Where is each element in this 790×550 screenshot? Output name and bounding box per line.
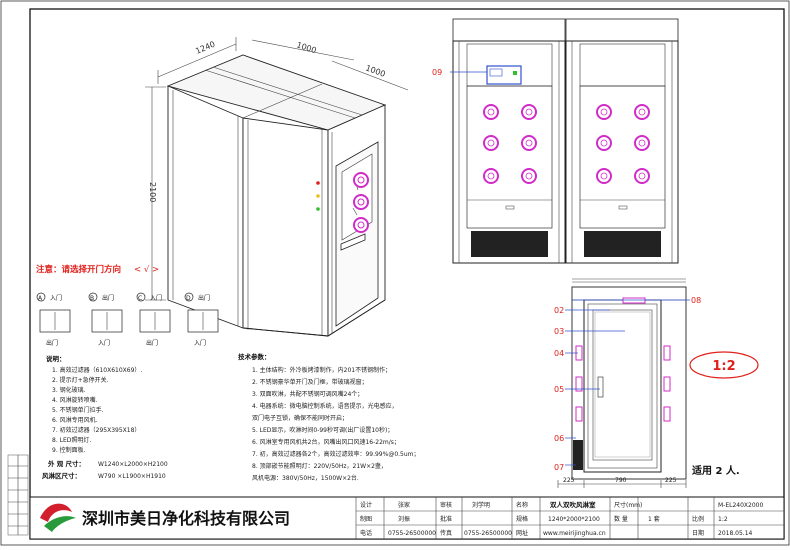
tb-r1-c3: 审核	[440, 501, 452, 509]
company-logo	[40, 503, 72, 522]
tb-r2-c3: 批准	[440, 515, 452, 523]
callout-02: 02	[554, 306, 564, 315]
tech-item: 6. 风淋室专用风机共2台，风嘴出风口风速16-22m/s；	[252, 438, 400, 446]
size-row-value: W1240×L2000×H2100	[98, 461, 168, 468]
tb-r2-c6: 1240*2000*2100	[548, 516, 600, 523]
callout-04: 04	[554, 349, 564, 358]
capacity-text: 适用 2 人.	[692, 464, 740, 477]
door-option-d[interactable]: D 出门 入门	[184, 292, 219, 347]
tb-r3-c4: 0755-26500000	[464, 530, 512, 537]
tech-item: 4. 电器系统：微电脑控制系统，语音提示，光电感应，	[252, 402, 398, 410]
tb-r3-c3: 传真	[440, 529, 452, 537]
tech-item: 8. 顶部嵌节能照明灯：220V/50Hz，21W×2盏，	[252, 462, 387, 470]
isometric-view	[166, 54, 387, 337]
door-option-c[interactable]: C 入门 出门	[136, 292, 171, 347]
tech-item: 双门电子互锁，确保不能同时开启；	[252, 414, 348, 422]
front-elevation: 09	[432, 18, 679, 264]
door-section-view: 08 02 03 04 05 06 07 225 790 225	[554, 278, 701, 488]
tb-r3-c1: 电话	[360, 529, 372, 537]
dim-bottom-mid: 790	[615, 477, 627, 484]
tech-item: 2. 不锈钢豪华单开门及门框，带玻璃视窗；	[252, 378, 368, 386]
dim-height: 2100	[148, 182, 157, 202]
desc-item: 5. 不锈钢单门拉手.	[52, 406, 104, 414]
tb-r2-c10: 1:2	[718, 516, 728, 523]
desc-item: 4. 风淋旋转喷嘴.	[52, 396, 98, 404]
tech-item: 3. 双面吹淋，共配不锈钢可调风嘴24个；	[252, 390, 363, 398]
callout-03: 03	[554, 327, 564, 336]
tb-r3-c8: 2018.05.14	[718, 530, 753, 537]
desc-item: 9. 控制面板.	[52, 446, 86, 454]
dim-bottom-left: 225	[563, 477, 575, 484]
tb-r2-c2: 刘振	[398, 515, 410, 523]
tb-r3-c5: 网址	[516, 529, 528, 537]
door-option-b-letter: B	[90, 295, 94, 302]
tb-r1-c2: 张家	[398, 501, 410, 509]
desc-item: 8. LED照明灯.	[52, 436, 91, 444]
door-option-a[interactable]: A 入门 出门	[36, 292, 71, 347]
tb-r1-c8: M-EL240X2000	[718, 502, 763, 509]
tb-r2-c7: 数 量	[614, 515, 628, 523]
desc-item: 2. 提示灯+急停开关.	[52, 376, 109, 384]
tb-r1-c1: 设计	[360, 501, 372, 509]
callout-08: 08	[691, 296, 701, 305]
tb-r3-c6: www.meirijinghua.cn	[543, 530, 606, 537]
callout-06: 06	[554, 434, 564, 443]
scale-text: 1:2	[712, 359, 735, 374]
title-block: 深圳市美日净化科技有限公司 设计 张家 审核 刘学明 名称 双人双吹风淋室 尺寸…	[29, 496, 785, 540]
tb-r2-c5: 规格	[516, 515, 528, 523]
size-row-value: W790 ×L1900×H1910	[98, 473, 166, 480]
tb-r2-c8: 1 套	[648, 515, 660, 523]
door-option-d-bottom: 入门	[194, 339, 206, 347]
desc-item: 1. 高效过滤器（610X610X69）.	[52, 366, 142, 374]
tb-r1-c7: 尺寸(mm)	[614, 501, 642, 509]
tb-r2-c1: 制图	[360, 515, 372, 523]
door-option-a-bottom: 出门	[46, 339, 58, 347]
door-option-c-letter: C	[138, 295, 142, 302]
tb-r3-c7: 日期	[692, 529, 704, 537]
door-option-a-top: 入门	[50, 294, 62, 302]
desc-item: 7. 初效过滤器（295X395X18）	[52, 426, 140, 434]
door-option-b[interactable]: B 出门 入门	[88, 292, 123, 347]
binding-strip	[7, 454, 29, 536]
door-direction-note-tail: < √ >	[134, 265, 159, 275]
company-name: 深圳市美日净化科技有限公司	[82, 509, 290, 528]
dim-bottom-right: 225	[665, 477, 677, 484]
callout-09: 09	[432, 68, 442, 77]
door-option-d-letter: D	[186, 295, 191, 302]
door-direction-note: 注意：请选择开门方向	[36, 264, 121, 275]
door-option-c-top: 入门	[150, 294, 162, 302]
door-option-c-bottom: 出门	[146, 339, 158, 347]
tech-title: 技术参数：	[238, 352, 271, 361]
tb-r2-c9: 比例	[692, 515, 704, 523]
tech-item: 7. 初，高效过滤器各2个，高效过滤效率：99.99%@0.5um；	[252, 450, 420, 458]
desc-item: 3. 钢化玻璃.	[52, 386, 86, 394]
scale-oval	[689, 351, 759, 379]
tech-item: 5. LED显示，吹淋时间0-99秒可调(出厂设置10秒)；	[252, 426, 393, 434]
size-row-label: 风淋区尺寸：	[42, 471, 81, 480]
door-option-b-bottom: 入门	[98, 339, 110, 347]
door-option-a-letter: A	[38, 295, 43, 302]
size-row-label: 外 观 尺寸：	[48, 459, 85, 468]
tb-r1-c5: 名称	[516, 501, 528, 509]
door-option-b-top: 出门	[102, 294, 114, 302]
tb-r1-c4: 刘学明	[472, 501, 490, 509]
desc-title: 说明：	[46, 354, 66, 363]
tb-r1-c6: 双人双吹风淋室	[550, 500, 596, 509]
callout-05: 05	[554, 385, 564, 394]
desc-item: 6. 风淋专用风机.	[52, 416, 98, 424]
tb-r3-c2: 0755-26500000	[388, 530, 436, 537]
callout-07: 07	[554, 463, 564, 472]
door-option-d-top: 出门	[198, 294, 210, 302]
tech-item: 1. 主体结构：外冷板烤漆制作，内201不锈钢制作；	[252, 366, 391, 374]
tech-item: 风机电源：380V/50Hz，1500W×2台.	[252, 474, 359, 482]
